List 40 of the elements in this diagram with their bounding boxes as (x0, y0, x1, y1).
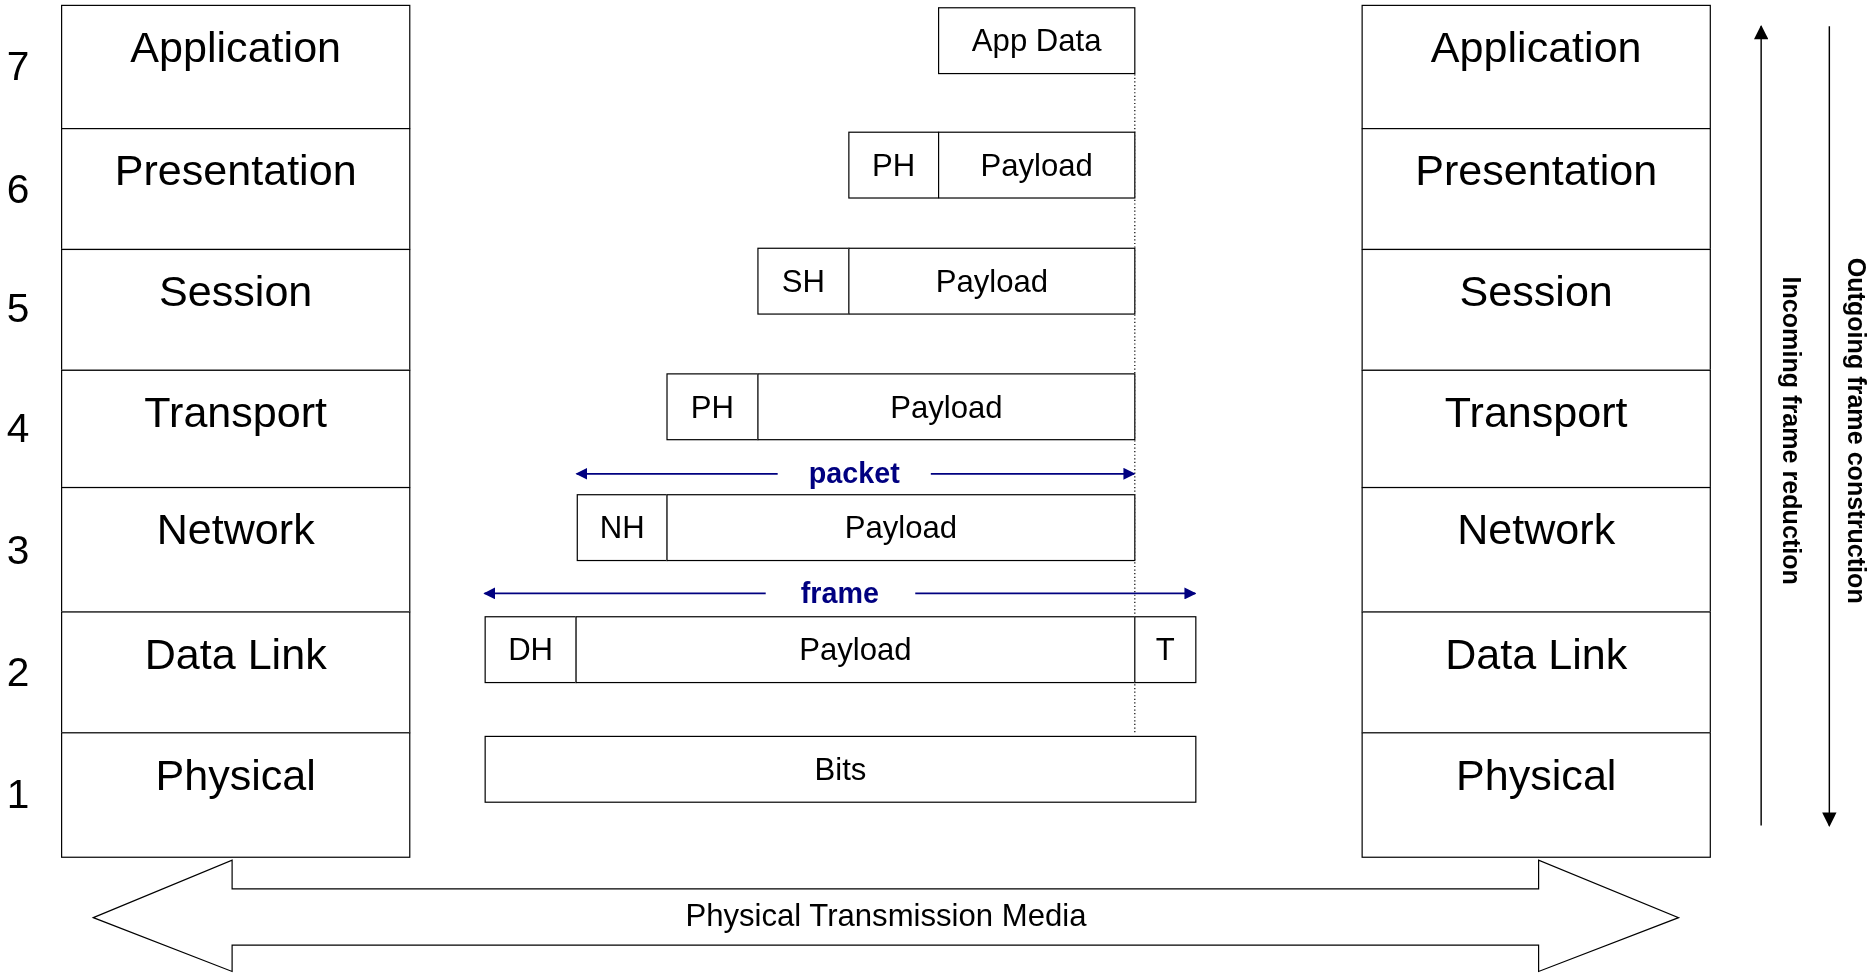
data-unit-box: PH (848, 131, 940, 199)
data-unit-box: App Data (938, 7, 1136, 75)
direction-label: Incoming frame reduction (1776, 276, 1806, 585)
layer-box: Physical (61, 732, 411, 858)
layer-box: Data Link (1361, 611, 1711, 734)
layer-box: Presentation (1361, 128, 1711, 251)
layer-box: Session (61, 248, 411, 371)
data-unit-box: DH (484, 616, 577, 684)
data-unit-box: Payload (938, 131, 1136, 199)
layer-number: 1 (6, 771, 30, 818)
dimension-label: frame (800, 576, 879, 611)
data-unit-box: Payload (848, 247, 1136, 315)
layer-number: 6 (6, 165, 30, 213)
layer-box: Transport (1361, 369, 1711, 489)
data-unit-box: Payload (575, 616, 1136, 684)
layer-box: Network (61, 486, 411, 613)
layer-number: 5 (6, 285, 30, 332)
data-unit-box: T (1134, 616, 1197, 684)
layer-box: Application (1361, 4, 1711, 130)
data-unit-box: NH (576, 494, 668, 562)
data-unit-box: PH (666, 373, 759, 441)
data-unit-box: Payload (666, 494, 1136, 562)
layer-box: Session (1361, 248, 1711, 371)
data-unit-box: Bits (484, 735, 1197, 803)
direction-label: Outgoing frame construction (1842, 257, 1872, 604)
layer-number: 7 (6, 42, 30, 90)
data-unit-box: Payload (757, 373, 1136, 441)
layer-number: 3 (6, 527, 30, 574)
layer-number: 4 (6, 405, 30, 452)
dimension-label: packet (808, 457, 900, 491)
layer-box: Transport (61, 369, 411, 489)
node-text: Physical Transmission Media (685, 897, 1087, 935)
double-arrow (92, 859, 1680, 973)
layer-box: Application (61, 4, 411, 130)
layer-box: Data Link (61, 611, 411, 734)
layer-box: Physical (1361, 732, 1711, 858)
layer-number: 2 (6, 649, 30, 696)
layer-box: Presentation (61, 128, 411, 251)
layer-box: Network (1361, 486, 1711, 613)
data-unit-box: SH (757, 247, 850, 315)
